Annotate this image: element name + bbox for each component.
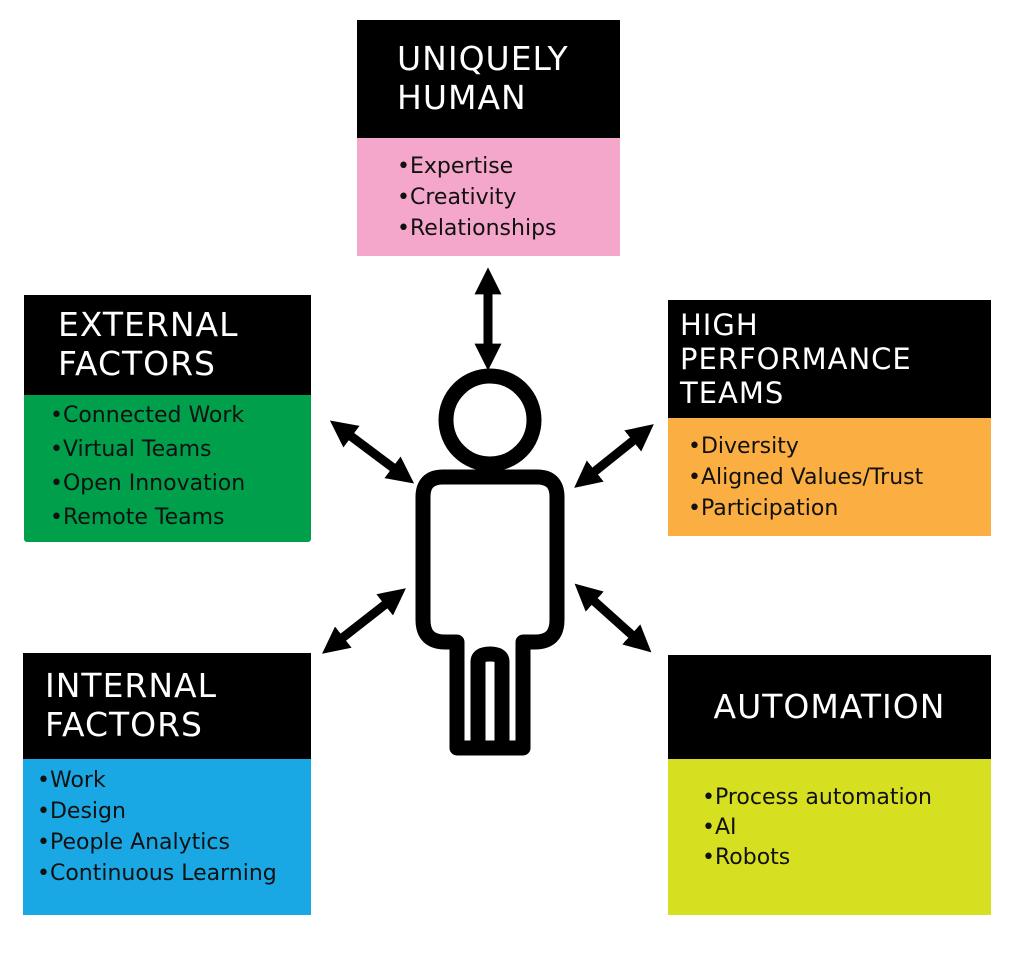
person-body (415, 469, 565, 756)
title-line: HUMAN (397, 78, 527, 117)
title-line: PERFORMANCE (680, 341, 912, 376)
title-line: AUTOMATION (713, 686, 946, 726)
list-item: Remote Teams (50, 501, 311, 535)
box-automation-list: Process automation AI Robots (668, 759, 991, 915)
title-line: UNIQUELY (397, 39, 569, 79)
list-item: Design (37, 796, 311, 827)
person-head (438, 368, 542, 472)
box-external-factors-list: Connected Work Virtual Teams Open Innova… (24, 395, 311, 542)
list-item: Continuous Learning (37, 858, 311, 889)
list-item: Aligned Values/Trust (688, 462, 991, 493)
box-internal-factors-title: INTERNAL FACTORS (23, 653, 311, 759)
list-item: Virtual Teams (50, 433, 311, 467)
title-line: FACTORS (58, 344, 216, 383)
box-automation: AUTOMATION Process automation AI Robots (668, 655, 991, 915)
list-item: Work (37, 765, 311, 796)
box-external-factors-title: EXTERNAL FACTORS (24, 295, 311, 395)
arrow-external-factors (329, 420, 415, 484)
box-high-performance-teams-title: HIGH PERFORMANCE TEAMS (668, 300, 991, 418)
arrow-high-performance-teams (574, 424, 654, 488)
list-item: Open Innovation (50, 467, 311, 501)
box-uniquely-human: UNIQUELY HUMAN Expertise Creativity Rela… (357, 20, 620, 256)
box-uniquely-human-list: Expertise Creativity Relationships (357, 138, 620, 256)
title-line: TEAMS (680, 376, 785, 411)
list-item: Robots (702, 843, 991, 873)
connector-arrows (322, 267, 654, 654)
arrow-internal-factors (322, 588, 406, 654)
title-line: HIGH (680, 307, 759, 342)
list-item: People Analytics (37, 827, 311, 858)
title-line: INTERNAL (45, 666, 218, 706)
list-item: Expertise (397, 151, 620, 182)
list-item: Participation (688, 493, 991, 524)
list-item: Relationships (397, 213, 620, 244)
box-internal-factors: INTERNAL FACTORS Work Design People Anal… (23, 653, 311, 915)
person-outline-icon (415, 368, 565, 756)
title-line: EXTERNAL (58, 305, 239, 345)
box-high-performance-teams: HIGH PERFORMANCE TEAMS Diversity Aligned… (668, 300, 991, 536)
box-internal-factors-list: Work Design People Analytics Continuous … (23, 759, 311, 915)
box-automation-title: AUTOMATION (668, 655, 991, 759)
title-line: FACTORS (45, 705, 203, 744)
list-item: Process automation (702, 783, 991, 813)
list-item: AI (702, 813, 991, 843)
list-item: Creativity (397, 182, 620, 213)
box-high-performance-teams-list: Diversity Aligned Values/Trust Participa… (668, 418, 991, 536)
list-item: Diversity (688, 431, 991, 462)
list-item: Connected Work (50, 399, 311, 433)
box-external-factors: EXTERNAL FACTORS Connected Work Virtual … (24, 295, 311, 542)
box-uniquely-human-title: UNIQUELY HUMAN (357, 20, 620, 138)
arrow-automation (574, 583, 652, 653)
